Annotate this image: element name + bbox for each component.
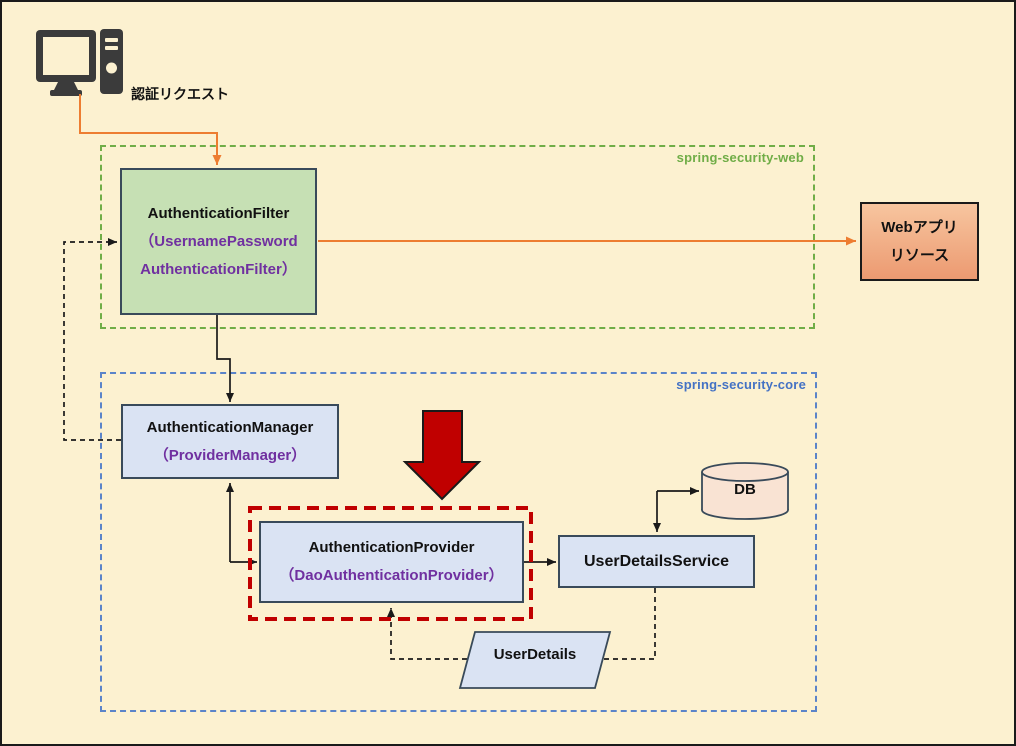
authentication-filter-impl-line1: （UsernamePassword — [139, 232, 298, 250]
group-label-spring-security-core: spring-security-core — [676, 377, 806, 392]
authentication-provider-title: AuthenticationProvider — [308, 539, 475, 556]
computer-icon — [36, 29, 123, 96]
userdetails-label: UserDetails — [493, 646, 577, 663]
authentication-filter-title: AuthenticationFilter — [147, 204, 290, 222]
authentication-filter-impl-line2: AuthenticationFilter） — [140, 260, 297, 278]
authentication-manager-impl: （ProviderManager） — [153, 446, 307, 464]
db-label: DB — [734, 481, 756, 498]
node-web-app-resource: Webアプリ リソース — [860, 202, 979, 281]
node-authentication-manager: AuthenticationManager （ProviderManager） — [121, 404, 339, 479]
node-user-details-service: UserDetailsService — [558, 535, 755, 588]
node-authentication-provider: AuthenticationProvider （DaoAuthenticatio… — [259, 521, 524, 603]
group-spring-security-web: spring-security-web — [100, 145, 815, 329]
group-spring-security-core: spring-security-core — [100, 372, 817, 712]
authentication-manager-title: AuthenticationManager — [146, 418, 314, 436]
auth-request-label: 認証リクエスト — [131, 86, 229, 102]
node-authentication-filter: AuthenticationFilter （UsernamePassword A… — [120, 168, 317, 315]
group-label-spring-security-web: spring-security-web — [676, 150, 804, 165]
authentication-provider-impl: （DaoAuthenticationProvider） — [279, 567, 504, 584]
user-details-service-title: UserDetailsService — [584, 552, 729, 570]
web-resource-line1: Webアプリ — [881, 218, 958, 236]
web-resource-line2: リソース — [889, 246, 950, 264]
